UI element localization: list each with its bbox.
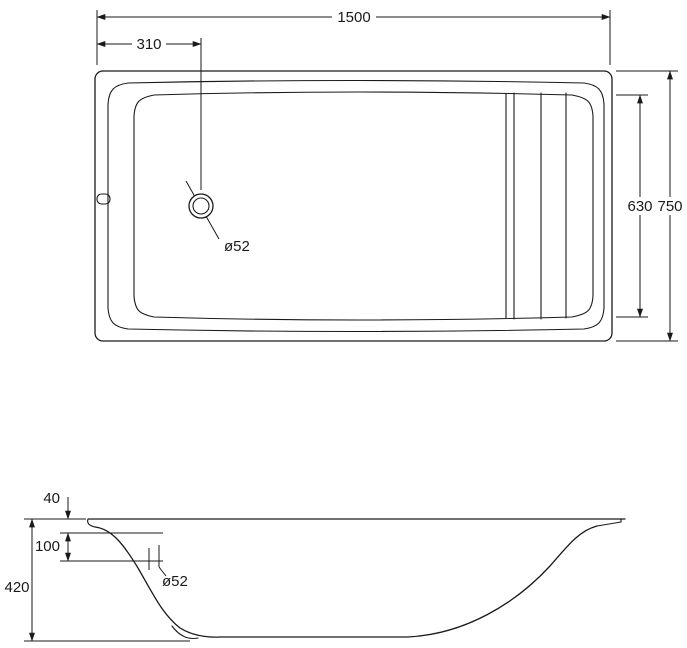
dim-overall-width: 750 xyxy=(616,70,686,342)
dim-drain-offset: 310 xyxy=(96,35,202,190)
dim-label-750: 750 xyxy=(657,198,682,215)
dim-overall-length: 1500 xyxy=(96,8,611,65)
dim-inner-width: 630 xyxy=(616,94,656,318)
dim-overall-depth: 420 xyxy=(4,518,190,642)
side-drain: ø52 xyxy=(148,545,188,590)
top-view: ø52 1500 310 630 xyxy=(94,8,686,342)
tub-rim-inner-edge xyxy=(107,79,605,333)
right-rim-edge xyxy=(596,518,622,527)
dim-label-100: 100 xyxy=(35,538,60,555)
drain-hole-inner xyxy=(192,197,210,215)
dim-label-630: 630 xyxy=(627,198,652,215)
dim-label-1500: 1500 xyxy=(337,9,370,26)
dim-label-40: 40 xyxy=(43,490,60,507)
backrest-contours xyxy=(505,92,567,320)
tub-outer-edge xyxy=(94,70,613,342)
dim-label-310: 310 xyxy=(136,36,161,53)
side-view: 420 40 100 ø52 xyxy=(4,490,626,642)
dim-label-420: 420 xyxy=(4,579,29,596)
drain-diameter-label-top: ø52 xyxy=(224,238,250,255)
floor-recess xyxy=(171,625,199,640)
drain-diameter-label-side: ø52 xyxy=(162,573,188,590)
overflow-slot xyxy=(96,193,111,205)
tub-profile xyxy=(94,525,598,638)
left-rim-lip xyxy=(87,518,96,528)
dim-rim-and-ledge: 40 100 xyxy=(35,490,163,562)
tub-basin-edge xyxy=(133,91,594,321)
